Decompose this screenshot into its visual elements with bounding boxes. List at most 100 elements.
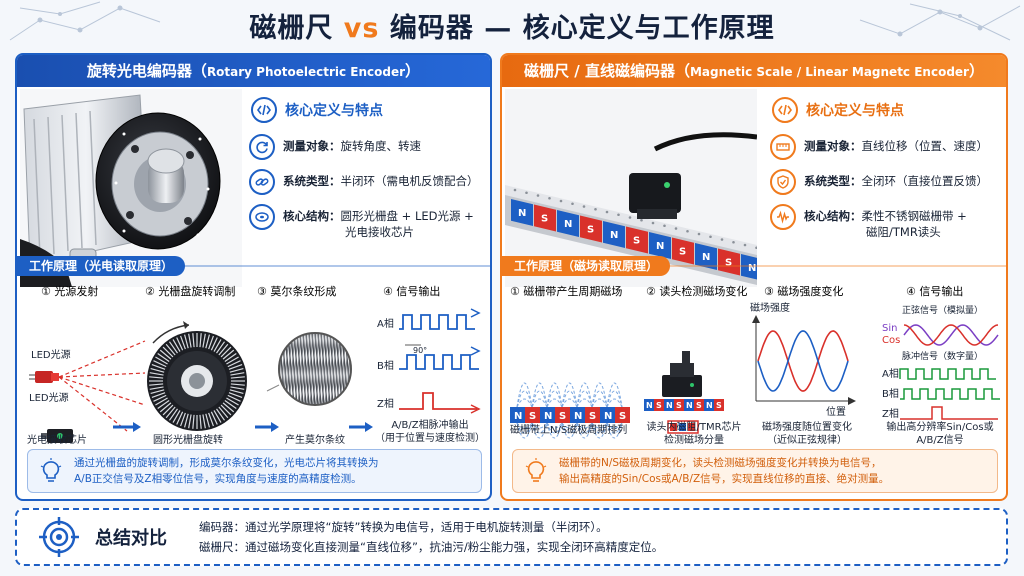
section-divider (502, 265, 1006, 267)
magnetic-field-lines (516, 382, 623, 439)
section-divider (17, 265, 490, 267)
magnetic-feature-row: 系统类型：全闭环（直接位置反馈） (770, 169, 1006, 195)
svg-text:S: S (529, 411, 536, 422)
phase-a-label: A相 (377, 317, 394, 330)
rotate-icon (249, 134, 275, 160)
summary-lines: 编码器：通过光学原理将“旋转”转换为电信号，适用于电机旋转测量（半闭环）。 磁栅… (199, 517, 663, 557)
encoder-panel: 旋转光电编码器（Rotary Photoelectric Encoder） (15, 53, 492, 501)
encoder-principle-diagram: ① 光源发射 ② 光栅盘旋转调制 ③ 莫尔条纹形成 ④ 信号输出 LED光源 光… (29, 284, 481, 443)
cos-label: Cos (882, 335, 900, 346)
x-axis-label: 位置 (826, 405, 846, 418)
mag-phase-a-label: A相 (882, 367, 899, 380)
svg-text:N: N (666, 401, 673, 410)
step-signal-output-mag: ④ 信号输出 (906, 284, 963, 298)
magnetic-principle-tag: 工作原理（磁场读取原理） (502, 256, 671, 276)
summary-line-encoder: 编码器：通过光学原理将“旋转”转换为电信号，适用于电机旋转测量（半闭环）。 (199, 520, 608, 534)
encoder-panel-header: 旋转光电编码器（Rotary Photoelectric Encoder） (17, 55, 490, 87)
wave-icon (770, 204, 796, 230)
led-caption: LED光源 (31, 350, 71, 361)
svg-text:N: N (574, 411, 582, 422)
magnetic-feature-row: 测量对象：直线位移（位置、速度） (770, 134, 1006, 160)
link-icon (249, 169, 275, 195)
magnetic-scale-panel-header: 磁栅尺 / 直线磁编码器（Magnetic Scale / Linear Mag… (502, 55, 1006, 87)
summary-line-magnetic: 磁栅尺：通过磁场变化直接测量“直线位移”，抗油污/粉尘能力强，实现全闭环高精度定… (199, 540, 664, 554)
step-light-source: ① 光源发射 (41, 284, 98, 298)
light-rays (58, 340, 146, 432)
title-part1: 磁栅尺 (249, 13, 334, 44)
svg-text:N: N (518, 208, 526, 219)
field-caption: 磁场强度随位置变化（近似正弦规律） (762, 422, 852, 446)
sin-signal (903, 324, 999, 346)
svg-text:N: N (604, 411, 612, 422)
receiver-caption: 光电接收芯片 (27, 435, 87, 446)
encoder-principle-tag: 工作原理（光电读取原理） (17, 256, 186, 276)
svg-text:S: S (676, 401, 682, 410)
svg-text:S: S (619, 411, 626, 422)
ruler-icon (770, 134, 796, 160)
step-signal-output: ④ 信号输出 (383, 284, 440, 298)
phase-z-signal (399, 392, 477, 410)
magnetic-scale-panel: 磁栅尺 / 直线磁编码器（Magnetic Scale / Linear Mag… (500, 53, 1008, 501)
cos-signal (903, 324, 999, 346)
grating-disk-icon (147, 321, 247, 431)
title-part2: 编码器 — 核心定义与工作原理 (389, 13, 775, 44)
svg-text:N: N (706, 401, 713, 410)
disk-icon (249, 204, 275, 230)
step-field-strength: ③ 磁场强度变化 (764, 284, 843, 298)
page-title: 磁栅尺 vs 编码器 — 核心定义与工作原理 (0, 6, 1024, 45)
led-label: LED光源 (29, 391, 69, 404)
svg-text:S: S (559, 411, 566, 422)
svg-text:S: S (589, 411, 596, 422)
svg-text:N: N (544, 411, 552, 422)
mag-phase-z-signal (900, 406, 998, 420)
sine-title: 正弦信号（模拟量） (902, 304, 983, 316)
step-periodic-field: ① 磁栅带产生周期磁场 (510, 284, 622, 298)
y-axis-label: 磁场强度 (750, 301, 790, 314)
read-head-icon (662, 351, 702, 397)
svg-text:N: N (514, 411, 522, 422)
magnetic-feature-row: 核心结构：柔性不锈钢磁栅带 +磁阻/TMR读头 (770, 204, 1006, 240)
phase-b-label: B相 (377, 359, 394, 372)
shield-check-icon (770, 169, 796, 195)
svg-text:N: N (564, 219, 572, 230)
field-wave-red (757, 330, 849, 392)
head-caption: 读头内磁阻/TMR芯片检测磁场分量 (646, 422, 742, 446)
lightbulb-icon (525, 458, 547, 482)
svg-text:S: S (541, 214, 548, 225)
encoder-features-title: 核心定义与特点 (285, 103, 383, 119)
target-icon (39, 517, 79, 557)
mag-phase-z-label: Z相 (882, 407, 899, 420)
step-disk-modulation: ② 光栅盘旋转调制 (145, 284, 235, 298)
encoder-feature-row: 系统类型：半闭环（需电机反馈配合） (249, 169, 489, 195)
phase-z-label: Z相 (377, 397, 394, 410)
svg-text:N: N (748, 263, 756, 274)
mag-phase-a-signal (899, 368, 996, 380)
encoder-output-caption: A/B/Z相脉冲输出（用于位置与速度检测） (375, 420, 485, 444)
code-icon (772, 97, 798, 123)
step-head-detect: ② 读头检测磁场变化 (646, 284, 747, 298)
phase-angle-label: 90° (413, 346, 427, 355)
svg-text:N: N (702, 252, 710, 263)
lightbulb-icon (40, 458, 62, 482)
magnetic-scale-features: 核心定义与特点 测量对象：直线位移（位置、速度） 系统类型：全闭环（直接位置反馈… (770, 95, 1006, 240)
svg-text:N: N (646, 401, 653, 410)
svg-text:S: S (587, 225, 594, 236)
tape-caption: 磁栅带上N/S磁极周期排列 (510, 425, 628, 436)
magnetic-note: 磁栅带的N/S磁极周期变化，读头检测磁场强度变化并转换为电信号，输出高精度的Si… (512, 449, 998, 493)
title-vs: vs (343, 13, 380, 44)
magnetic-principle-diagram: ① 磁栅带产生周期磁场 ② 读头检测磁场变化 ③ 磁场强度变化 ④ 信号输出 N… (510, 284, 1000, 439)
summary-box: 总结对比 编码器：通过光学原理将“旋转”转换为电信号，适用于电机旋转测量（半闭环… (15, 508, 1008, 566)
receiver-chip-icon (41, 429, 73, 443)
phase-b-signal (399, 354, 479, 370)
svg-text:S: S (725, 258, 732, 269)
svg-text:N: N (686, 401, 693, 410)
svg-text:S: S (633, 236, 640, 247)
svg-text:S: S (656, 401, 662, 410)
moire-caption: 产生莫尔条纹 (285, 435, 345, 446)
svg-text:N: N (610, 230, 618, 241)
